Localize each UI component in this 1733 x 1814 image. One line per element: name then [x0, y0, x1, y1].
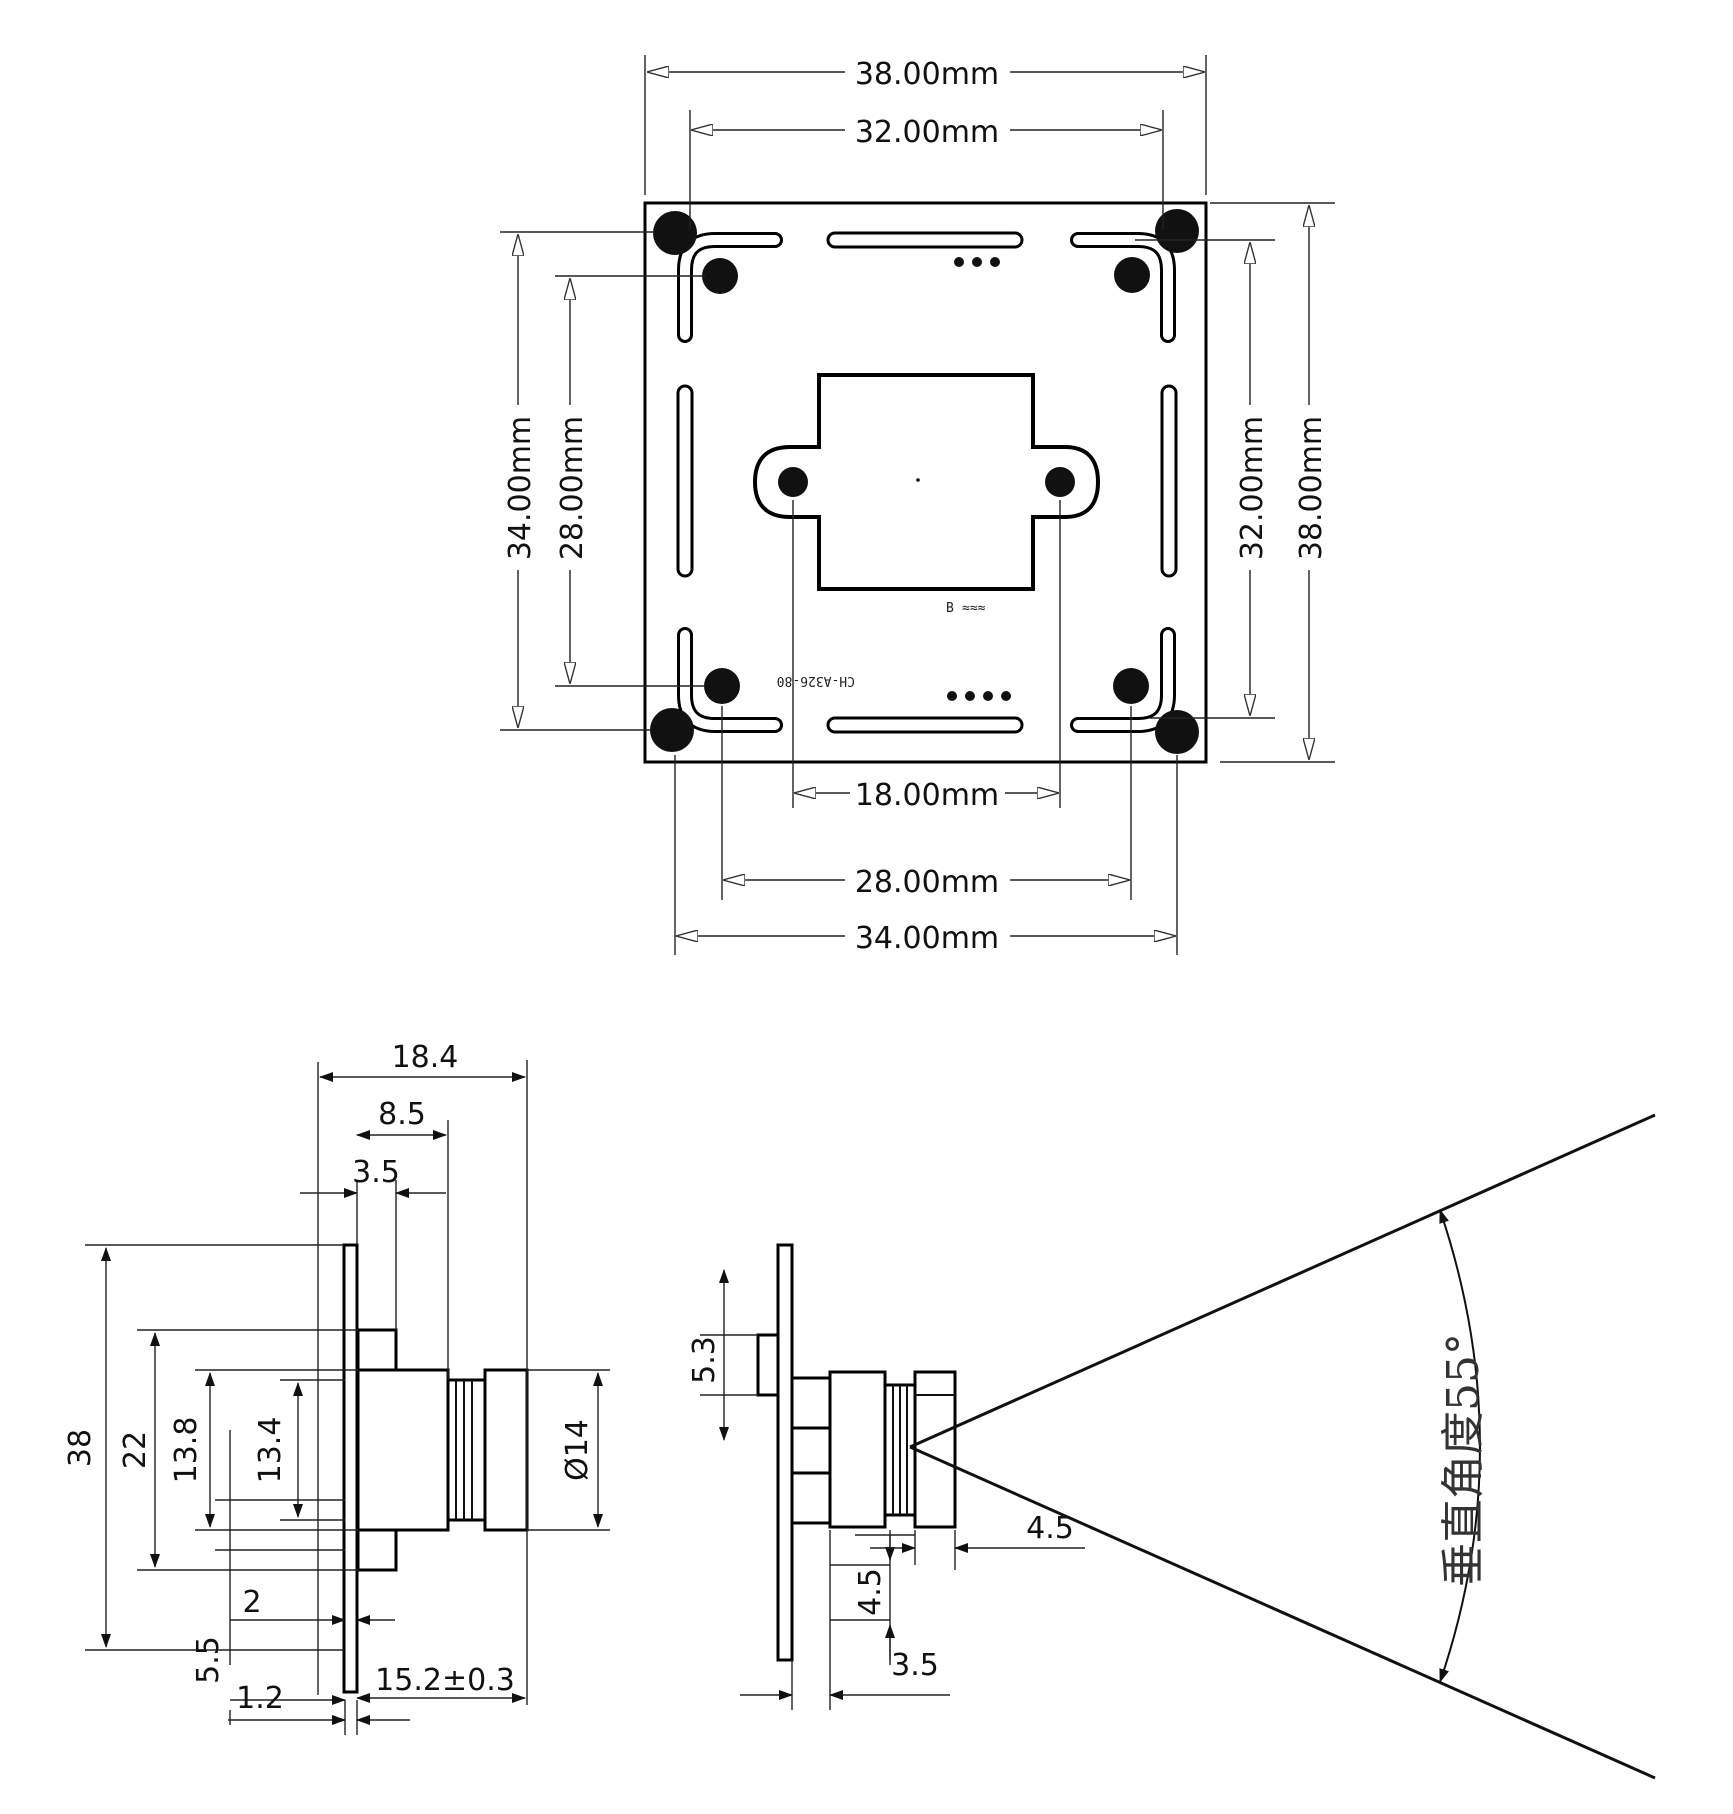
dim-height-22: 22	[118, 1431, 153, 1469]
mount-hole	[1155, 710, 1199, 754]
slot-right	[1160, 384, 1178, 578]
dim-width-inner: 32.00mm	[855, 115, 999, 150]
dim-bottom-outer: 34.00mm	[855, 921, 999, 956]
dim-2: 2	[242, 1585, 261, 1620]
dim-5-5: 5.5	[191, 1636, 226, 1684]
pcb-top-view: CH-A326-80 B ≈≈≈	[500, 55, 1335, 956]
dim-depth-a: 8.5	[378, 1097, 426, 1132]
inner-hole	[1113, 668, 1149, 704]
dim-1-2: 1.2	[236, 1681, 284, 1716]
silkscreen-part-number: CH-A326-80	[777, 673, 855, 688]
mount-hole	[653, 211, 697, 255]
inner-hole	[704, 668, 740, 704]
dim-height-left-outer: 34.00mm	[503, 416, 538, 560]
inner-hole	[1114, 257, 1150, 293]
dim-4-5-lens: 4.5	[1026, 1511, 1074, 1546]
dim-depth-b: 3.5	[352, 1155, 400, 1190]
slot-top	[826, 231, 1024, 249]
fov-holder	[828, 1370, 887, 1529]
dim-height-13-4: 13.4	[253, 1417, 288, 1484]
fov-pcb	[776, 1243, 794, 1662]
vertical-angle-label: 垂直角度55°	[1438, 1333, 1489, 1587]
mount-hole	[1155, 209, 1199, 253]
dim-diameter-14: Ø14	[560, 1419, 595, 1481]
side-view: 18.4 8.5 3.5 38 22 13.8 13.4 Ø14 2 5.5 1…	[63, 1040, 610, 1735]
dim-3-5: 3.5	[891, 1648, 939, 1683]
fov-lens	[913, 1370, 957, 1529]
dim-15-2: 15.2±0.3	[375, 1663, 515, 1698]
lens-barrel	[483, 1368, 529, 1532]
lens-holder	[356, 1368, 450, 1532]
slot-bottom	[826, 716, 1024, 734]
dim-height-13-8: 13.8	[169, 1417, 204, 1484]
dim-height-right-outer: 38.00mm	[1294, 416, 1329, 560]
silkscreen-mark: B	[946, 601, 954, 616]
dim-width-outer: 38.00mm	[855, 57, 999, 92]
inner-hole	[702, 258, 738, 294]
slot-left	[676, 384, 694, 578]
fov-view: 5.3 4.5 4.5 3.5 垂直角度55°	[687, 1113, 1656, 1780]
dim-5-3: 5.3	[687, 1336, 722, 1384]
dim-height-38: 38	[63, 1429, 98, 1467]
lens-thread	[446, 1378, 487, 1522]
mount-hole	[650, 708, 694, 752]
dim-total-depth: 18.4	[392, 1040, 459, 1075]
side-pcb	[342, 1243, 359, 1694]
dim-4-5-holder: 4.5	[853, 1568, 888, 1616]
dim-bottom-inner: 28.00mm	[855, 865, 999, 900]
dim-height-right-inner: 32.00mm	[1235, 416, 1270, 560]
dim-hole-spacing: 18.00mm	[855, 778, 999, 813]
svg-text:≈≈≈: ≈≈≈	[962, 601, 986, 616]
dim-height-left-inner: 28.00mm	[555, 416, 590, 560]
